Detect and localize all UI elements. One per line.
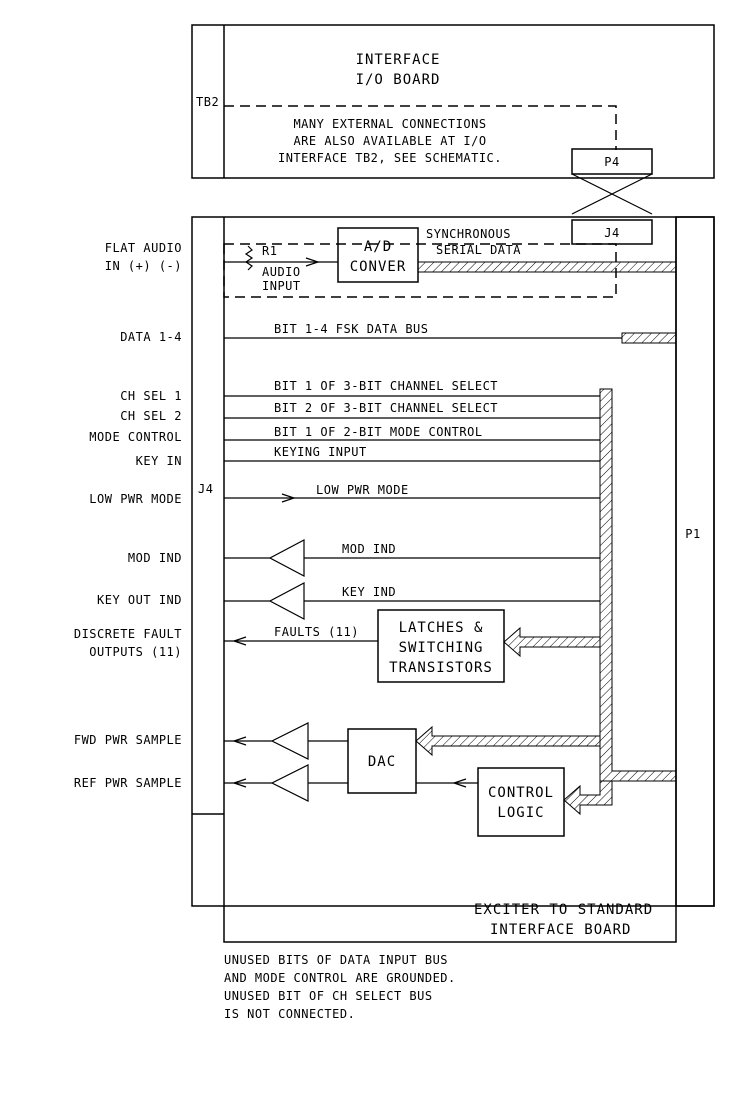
low-pwr-mode-label: LOW PWR MODE — [316, 483, 409, 497]
low-pwr-arrow — [281, 493, 296, 503]
sync-serial-label-2: SERIAL DATA — [436, 243, 521, 257]
interface-board-title-2: I/O BOARD — [356, 72, 441, 88]
fwd-pwr-arrow — [232, 736, 247, 746]
p4-j4-cable — [571, 173, 653, 215]
audio-input-arrow — [305, 257, 320, 267]
footnote-line-2: AND MODE CONTROL ARE GROUNDED. — [224, 971, 456, 985]
exciter-board-title-2: INTERFACE BOARD — [490, 922, 631, 938]
latches-label-1: LATCHES & — [399, 620, 484, 636]
key-ind-buffer — [268, 582, 305, 620]
exciter-board: J4 J4 P1 R1 AUDIO INPUT A/D CONVER SYNCH… — [191, 216, 715, 943]
j4-top-label: J4 — [604, 226, 619, 240]
ad-converter-label-2: CONVER — [350, 259, 407, 275]
ext-data: DATA 1-4 — [120, 330, 182, 344]
latches-label-3: TRANSISTORS — [389, 660, 493, 676]
mod-ind-buffer — [268, 539, 305, 577]
ext-flat-audio-2: IN (+) (-) — [105, 259, 182, 273]
ext-key-out-ind: KEY OUT IND — [97, 593, 182, 607]
ext-flat-audio-1: FLAT AUDIO — [105, 241, 182, 255]
control-logic-label-1: CONTROL — [488, 785, 554, 801]
mod-ind-int-label: MOD IND — [342, 542, 396, 556]
ext-discrete-2: OUTPUTS (11) — [89, 645, 182, 659]
sync-serial-bus — [417, 261, 677, 273]
p1-strip — [675, 216, 715, 907]
fwd-pwr-buffer — [270, 722, 309, 760]
exciter-board-title-1: EXCITER TO STANDARD — [474, 902, 653, 918]
ext-fwd-pwr: FWD PWR SAMPLE — [74, 733, 182, 747]
r1-label: R1 — [262, 244, 277, 258]
mode-control-bus-label: BIT 1 OF 2-BIT MODE CONTROL — [274, 425, 483, 439]
ext-ref-pwr: REF PWR SAMPLE — [74, 776, 182, 790]
ext-mod-ind: MOD IND — [128, 551, 182, 565]
p4-label: P4 — [604, 155, 619, 169]
control-bus-arrow — [563, 780, 613, 816]
p1-label: P1 — [685, 527, 700, 541]
note-line-3: INTERFACE TB2, SEE SCHEMATIC. — [278, 151, 502, 165]
control-to-dac-arrow — [452, 778, 467, 788]
ad-converter-box — [337, 227, 419, 283]
note-line-1: MANY EXTERNAL CONNECTIONS — [293, 117, 486, 131]
inner-board-outline — [223, 217, 677, 943]
footnote-line-4: IS NOT CONNECTED. — [224, 1007, 355, 1021]
footnote: UNUSED BITS OF DATA INPUT BUS AND MODE C… — [224, 953, 456, 1021]
sync-serial-label-1: SYNCHRONOUS — [426, 227, 511, 241]
p4-connector — [571, 148, 653, 175]
tb2-label: TB2 — [196, 95, 219, 109]
data-bus-label: BIT 1-4 FSK DATA BUS — [274, 322, 429, 336]
keying-input-label: KEYING INPUT — [274, 445, 367, 459]
ext-ch-sel-2: CH SEL 2 — [120, 409, 182, 423]
latches-label-2: SWITCHING — [399, 640, 484, 656]
tb2-dashed-connection — [224, 105, 617, 150]
interface-board-title-1: INTERFACE — [356, 52, 441, 68]
audio-input-label-2: INPUT — [262, 279, 301, 293]
ext-key-in: KEY IN — [136, 454, 182, 468]
control-logic-box — [477, 767, 565, 837]
r1-resistor — [244, 245, 254, 271]
dac-label: DAC — [368, 754, 396, 770]
ext-low-pwr-mode: LOW PWR MODE — [89, 492, 182, 506]
audio-input-label-1: AUDIO — [262, 265, 301, 279]
footnote-line-3: UNUSED BIT OF CH SELECT BUS — [224, 989, 433, 1003]
ch-sel-1-bus-label: BIT 1 OF 3-BIT CHANNEL SELECT — [274, 379, 498, 393]
ch-sel-2-bus-label: BIT 2 OF 3-BIT CHANNEL SELECT — [274, 401, 498, 415]
ad-converter-label-1: A/D — [364, 239, 392, 255]
data-bus-hatch — [621, 332, 677, 344]
note-line-2: ARE ALSO AVAILABLE AT I/O — [293, 134, 486, 148]
ext-discrete-1: DISCRETE FAULT — [74, 627, 182, 641]
ref-pwr-buffer — [270, 764, 309, 802]
dac-bus-arrow — [415, 725, 601, 757]
internal-bus — [599, 388, 677, 782]
external-labels: FLAT AUDIO IN (+) (-) DATA 1-4 CH SEL 1 … — [74, 241, 182, 790]
control-logic-label-2: LOGIC — [497, 805, 544, 821]
ext-mode-control: MODE CONTROL — [89, 430, 182, 444]
footnote-line-1: UNUSED BITS OF DATA INPUT BUS — [224, 953, 448, 967]
key-ind-int-label: KEY IND — [342, 585, 396, 599]
interface-board-outline — [191, 24, 715, 179]
ext-ch-sel-1: CH SEL 1 — [120, 389, 182, 403]
exciter-board-outline — [191, 216, 715, 907]
dac-box — [347, 728, 417, 794]
faults-arrow — [232, 636, 247, 646]
latches-bus-arrow — [503, 626, 601, 658]
j4-left-label: J4 — [198, 482, 213, 496]
ref-pwr-arrow — [232, 778, 247, 788]
interface-io-board: TB2 INTERFACE I/O BOARD MANY EXTERNAL CO… — [191, 24, 715, 179]
faults-label: FAULTS (11) — [274, 625, 359, 639]
latches-box — [377, 609, 505, 683]
